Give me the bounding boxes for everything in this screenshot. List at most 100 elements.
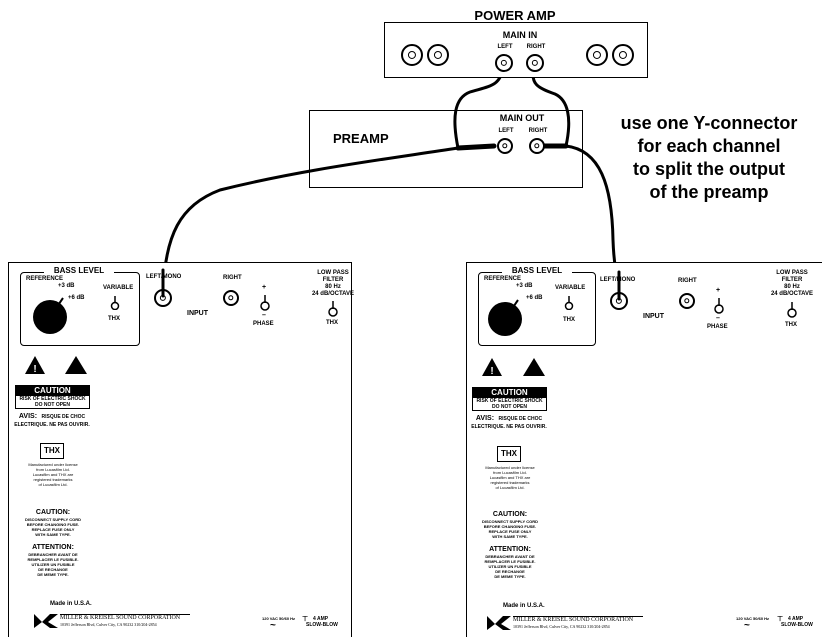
amp-left-input-jack[interactable] [495,54,513,72]
subwoofer-right-lpf-thx-label: THX [785,322,797,328]
cable-preamp-left-to-sub-left [161,146,460,295]
note-line-4: of the preamp [649,182,769,202]
license-line-5: of Lucasfilm Ltd. [38,482,68,487]
subwoofer-left-caution-box: CAUTION RISK OF ELECTRIC SHOCK DO NOT OP… [15,385,90,409]
license-line-4: registered trademarks [490,480,530,485]
subwoofer-left-plus3-label: +3 dB [58,283,75,289]
warning-triangle-icon [482,358,502,376]
company-address: 10391 Jefferson Blvd, Culver City, CA 90… [513,624,610,629]
fuse-line-1: DISCONNECT SUPPLY CORD [481,519,538,524]
subwoofer-left-phase-switch[interactable] [259,295,271,311]
license-line-5: of Lucasfilm Ltd. [495,485,525,490]
avis-text: RISQUE DE CHOC [41,414,86,420]
subwoofer-right-mk-logo [487,616,511,635]
attention-line-2: REMPLACER LE FUSIBLE. [484,559,536,564]
attention-title: ATTENTION: [489,546,531,553]
preamp-left-output-jack[interactable] [497,138,513,154]
subwoofer-left-right-label: RIGHT [223,275,242,281]
license-line-2: from Lucasfilm Ltd. [36,467,70,472]
lpf-line-4: 24 dB/OCTAVE [770,291,814,297]
lightning-triangle-icon [523,358,545,376]
subwoofer-right-caution-box: CAUTION RISK OF ELECTRIC SHOCK DO NOT OP… [472,387,547,411]
subwoofer-right-variable-switch[interactable] [564,296,574,311]
company-name: MILLER & KREISEL SOUND CORPORATION [60,615,181,621]
note-line-1: use one Y-connector [620,113,798,133]
subwoofer-left-voltage: 120 VAC 50/60 Hz [262,616,296,621]
subwoofer-right-lpf: LOW PASS FILTER 80 Hz 24 dB/OCTAVE [762,270,822,298]
subwoofer-right-plus-label: + [716,287,721,294]
subwoofer-right-input-label: INPUT [643,313,664,320]
attention-line-4: DE RECHANGE [495,569,525,574]
note-line-2: for each channel [637,136,781,156]
subwoofer-right-thx-switch-label: THX [563,317,575,323]
amp-decor-jack-3 [586,44,608,66]
subwoofer-right-attention: ATTENTION: DEBRANCHER AVANT DE REMPLACER… [471,545,549,579]
power-amp-title: POWER AMP [474,8,556,23]
avis-text-2: ELECTRIQUE. NE PAS OUVRIR. [471,424,547,430]
attention-line-5: DE MEME TYPE. [494,574,526,579]
subwoofer-right-phase-switch[interactable] [713,298,725,314]
lpf-line-3: 80 Hz [325,284,341,290]
subwoofer-left-right-jack[interactable] [223,290,239,306]
amp-decor-jack-4 [612,44,634,66]
subwoofer-left-panel [8,262,352,637]
subwoofer-right-voltage: 120 VAC 50/60 Hz [736,616,770,621]
license-line-1: Manufactured under license [485,465,535,470]
svg-text:!: ! [33,364,36,375]
subwoofer-right-minus-label: – [716,315,720,322]
subwoofer-right-right-jack[interactable] [679,293,695,309]
svg-text:!: ! [490,366,493,377]
subwoofer-right-fuse-icon: ⊤ [777,616,784,623]
fuse-line-2: BEFORE CHANGING FUSE. [483,524,537,529]
preamp-right-output-jack[interactable] [529,138,545,154]
attention-title: ATTENTION: [32,544,74,551]
preamp-right-label: RIGHT [528,128,548,134]
attention-line-1: DEBRANCHER AVANT DE [28,552,78,557]
subwoofer-left-thx-switch-label: THX [108,316,120,322]
caution-line-1: RISK OF ELECTRIC SHOCK [19,396,86,402]
cable-preamp-right-to-amp-right [531,66,571,148]
subwoofer-right-bass-level-label: BASS LEVEL [502,266,572,275]
subwoofer-left-fuse-caution: CAUTION: DISCONNECT SUPPLY CORD BEFORE C… [14,508,92,537]
subwoofer-left-fuse-type: SLOW-BLOW [306,622,338,628]
subwoofer-left-lpf-switch[interactable] [327,301,339,317]
subwoofer-right-company: MILLER & KREISEL SOUND CORPORATION 10391… [513,616,643,629]
warning-triangle-icon [25,356,45,374]
caution-line-1: RISK OF ELECTRIC SHOCK [476,398,543,404]
fuse-caution-title: CAUTION: [492,511,528,518]
subwoofer-left-ac-icon: ~ [270,620,276,631]
lightning-triangle-icon [65,356,87,374]
subwoofer-right-avis: AVIS: RISQUE DE CHOC ELECTRIQUE. NE PAS … [467,412,551,431]
subwoofer-right-fuse-caution: CAUTION: DISCONNECT SUPPLY CORD BEFORE C… [471,510,549,539]
subwoofer-left-variable-switch[interactable] [110,296,120,311]
company-address: 10391 Jefferson Blvd, Culver City, CA 90… [60,622,157,627]
avis-text-2: ELECTRIQUE. NE PAS OUVRIR. [14,422,90,428]
subwoofer-left-bass-level-label: BASS LEVEL [44,266,114,275]
subwoofer-left-input-label: INPUT [187,310,208,317]
license-line-3: Lucasfilm and THX are [32,472,74,477]
note-line-3: to split the output [633,159,785,179]
subwoofer-left-avis: AVIS: RISQUE DE CHOC ELECTRIQUE. NE PAS … [10,410,94,429]
amp-right-input-jack[interactable] [526,54,544,72]
amp-decor-jack-1 [401,44,423,66]
avis-text: RISQUE DE CHOC [498,416,543,422]
fuse-line-4: WITH SAME TYPE. [492,534,528,539]
attention-line-1: DEBRANCHER AVANT DE [485,554,535,559]
lpf-line-2: FILTER [781,277,803,283]
subwoofer-left-lpf: LOW PASS FILTER 80 Hz 24 dB/OCTAVE [303,270,363,298]
y-connector-left [455,143,497,151]
subwoofer-right-license: Manufactured under license from Lucasfil… [475,465,545,490]
license-line-4: registered trademarks [33,477,73,482]
lpf-line-1: LOW PASS [776,270,808,276]
preamp-left-label: LEFT [498,128,514,134]
cable-preamp-left-to-amp-left [453,66,505,150]
fuse-line-3: REPLACE FUSE ONLY [31,527,75,532]
attention-line-2: REMPLACER LE FUSIBLE. [27,557,79,562]
fuse-caution-title: CAUTION: [35,509,71,516]
subwoofer-left-made-in: Made in U.S.A. [50,601,92,607]
subwoofer-right-lpf-switch[interactable] [786,302,798,318]
